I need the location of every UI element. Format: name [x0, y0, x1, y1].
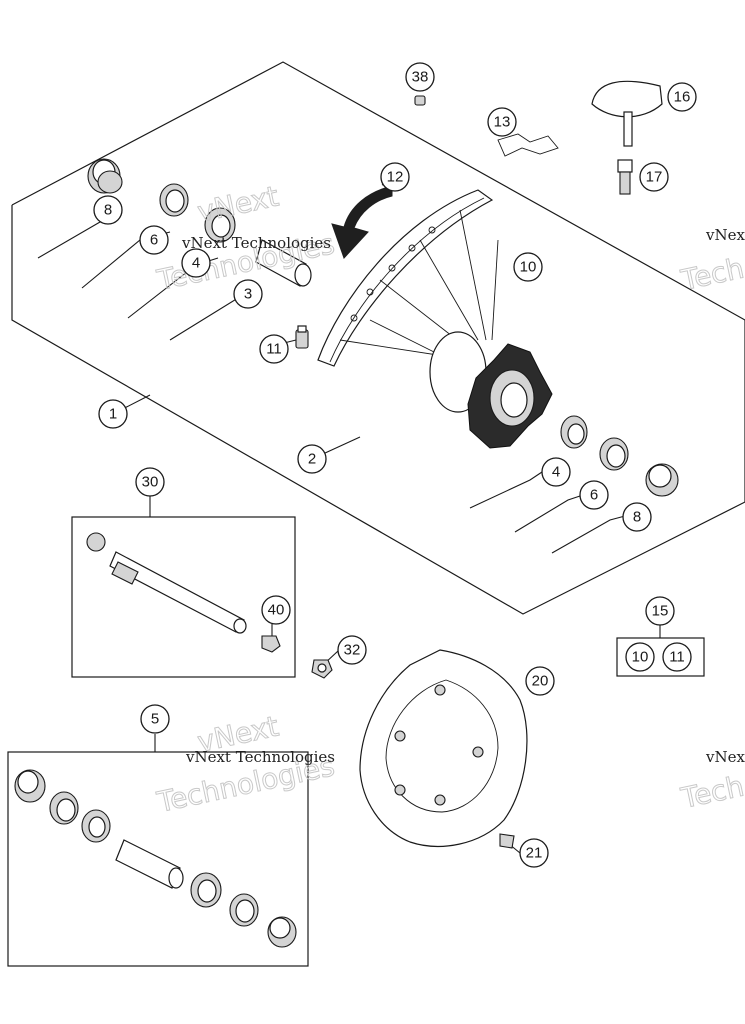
callout-16[interactable]: 16	[667, 82, 697, 112]
svg-text:20: 20	[532, 673, 549, 690]
nut-40	[261, 635, 281, 653]
watermark-edge-top: vNex	[705, 226, 745, 244]
watermark-text-1: vNext Technologies	[181, 234, 331, 252]
rim-2	[317, 189, 499, 371]
svg-text:30: 30	[142, 474, 159, 491]
watermark-edge-bottom: vNex	[705, 748, 745, 766]
nut-32	[311, 659, 333, 679]
svg-text:11: 11	[669, 649, 685, 666]
svg-text:4: 4	[552, 464, 560, 481]
bearing-4-lower	[560, 415, 588, 449]
svg-text:10: 10	[632, 649, 649, 666]
callout-8-upper[interactable]: 8	[93, 195, 123, 225]
callout-4-upper[interactable]: 4	[181, 248, 211, 278]
callout-21[interactable]: 21	[519, 838, 549, 868]
group-frame-30	[71, 516, 296, 678]
svg-text:3: 3	[244, 286, 252, 303]
callout-13[interactable]: 13	[487, 107, 517, 137]
plug-38	[414, 95, 426, 106]
seal-6-upper	[159, 183, 189, 217]
callout-38[interactable]: 38	[405, 62, 435, 92]
watermark-edge-big-bottom: Tech	[678, 770, 745, 816]
svg-text:8: 8	[633, 509, 641, 526]
callout-8-lower[interactable]: 8	[622, 502, 652, 532]
svg-text:5: 5	[151, 711, 159, 728]
svg-text:2: 2	[308, 451, 316, 468]
svg-text:15: 15	[652, 603, 669, 620]
svg-text:6: 6	[150, 232, 158, 249]
callout-4-lower[interactable]: 4	[541, 457, 571, 487]
svg-text:17: 17	[646, 169, 663, 186]
svg-text:11: 11	[266, 341, 282, 358]
disc-screw-21	[499, 833, 515, 849]
callout-5[interactable]: 5	[140, 704, 170, 734]
callout-11-kit[interactable]: 11	[662, 642, 692, 672]
kit-5-parts	[14, 769, 297, 948]
callout-17[interactable]: 17	[639, 162, 669, 192]
svg-text:8: 8	[104, 202, 112, 219]
svg-text:4: 4	[192, 255, 200, 272]
adapter-17	[617, 159, 633, 195]
spacer-8-upper	[87, 158, 123, 194]
callout-6-lower[interactable]: 6	[579, 480, 609, 510]
axle-30	[86, 532, 247, 634]
callout-15[interactable]: 15	[645, 596, 675, 626]
callout-12[interactable]: 12	[380, 162, 410, 192]
callout-40[interactable]: 40	[261, 595, 291, 625]
sleeve-3	[255, 239, 312, 287]
watermark-edge-big-top: Tech	[678, 252, 745, 298]
seal-6-lower	[599, 437, 629, 471]
svg-text:16: 16	[674, 89, 691, 106]
svg-text:6: 6	[590, 487, 598, 504]
bearing-4-upper	[204, 207, 236, 243]
rotation-arrow-12	[331, 185, 393, 259]
svg-text:32: 32	[344, 642, 361, 659]
svg-text:38: 38	[412, 69, 429, 86]
assembly-frame-1	[11, 61, 745, 615]
callout-6-upper[interactable]: 6	[139, 225, 169, 255]
callout-2[interactable]: 2	[297, 444, 327, 474]
callout-20[interactable]: 20	[525, 666, 555, 696]
svg-text:12: 12	[387, 169, 404, 186]
svg-text:1: 1	[109, 406, 117, 423]
callout-11-upper[interactable]: 11	[259, 334, 289, 364]
callout-10-kit[interactable]: 10	[625, 642, 655, 672]
stand-16	[591, 80, 663, 147]
cloth-13	[497, 133, 559, 157]
svg-text:21: 21	[526, 845, 543, 862]
svg-text:10: 10	[520, 259, 537, 276]
spacer-8-lower	[645, 463, 679, 497]
svg-text:40: 40	[268, 602, 285, 619]
wheel-hub	[429, 331, 553, 449]
watermark-text-2: vNext Technologies	[185, 748, 335, 766]
group-frame-5	[7, 751, 309, 967]
callout-32[interactable]: 32	[337, 635, 367, 665]
callout-1[interactable]: 1	[98, 399, 128, 429]
callout-10-upper[interactable]: 10	[513, 252, 543, 282]
spoke-nipple-11	[295, 325, 309, 349]
callout-3[interactable]: 3	[233, 279, 263, 309]
svg-text:13: 13	[494, 114, 511, 131]
brake-disc-20	[359, 649, 528, 847]
callout-30[interactable]: 30	[135, 467, 165, 497]
watermark-big-vnext-1: vNext	[195, 180, 282, 229]
